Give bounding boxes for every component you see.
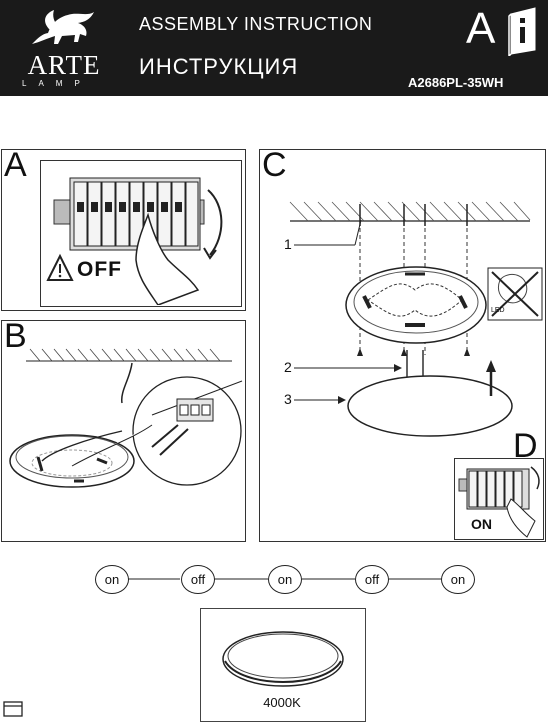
title-english: ASSEMBLY INSTRUCTION bbox=[139, 14, 373, 34]
window-icon bbox=[3, 701, 23, 717]
panel-b-label: B bbox=[4, 317, 27, 355]
switch-state-1: on bbox=[95, 565, 129, 594]
switch-state-3: on bbox=[268, 565, 302, 594]
breaker-on-illustration bbox=[458, 466, 540, 538]
lamp-preview bbox=[222, 631, 344, 687]
title-russian: ИНСТРУКЦИЯ bbox=[139, 54, 299, 79]
callout-2: 2 bbox=[284, 359, 292, 375]
switch-state-2: off bbox=[181, 565, 215, 594]
color-temperature-label: 4000K bbox=[263, 695, 301, 710]
language-letter: A bbox=[466, 4, 496, 53]
panel-d: D ON bbox=[454, 429, 544, 540]
brand-logo-subtext: LAMP bbox=[22, 79, 92, 88]
led-label: LED bbox=[491, 307, 505, 314]
panel-a-label: A bbox=[4, 146, 27, 184]
griffin-logo-icon bbox=[32, 10, 94, 44]
switch-state-5: on bbox=[441, 565, 475, 594]
model-number: A2686PL-35WH bbox=[408, 75, 504, 90]
breaker-illustration-frame bbox=[40, 160, 242, 307]
panel-b: B bbox=[1, 317, 246, 542]
switch-state-4: off bbox=[355, 565, 389, 594]
panel-c-label: C bbox=[262, 146, 287, 184]
panel-c: C bbox=[259, 146, 546, 542]
ceiling-mount-illustration bbox=[289, 201, 543, 437]
panel-a: A OFF bbox=[1, 146, 246, 311]
header-bar: ARTE LAMP ASSEMBLY INSTRUCTION ИНСТРУКЦИ… bbox=[0, 0, 548, 96]
lamp-preview-box bbox=[200, 608, 366, 722]
wiring-illustration bbox=[9, 348, 243, 488]
brand-logo-text: ARTE bbox=[27, 50, 101, 80]
on-status-text: ON bbox=[471, 516, 492, 532]
callout-1: 1 bbox=[284, 236, 292, 252]
breaker-illustration bbox=[46, 177, 223, 305]
info-book-icon bbox=[508, 7, 536, 56]
off-warning-text: OFF bbox=[77, 258, 122, 281]
panel-d-label: D bbox=[513, 427, 538, 465]
callout-3: 3 bbox=[284, 391, 292, 407]
